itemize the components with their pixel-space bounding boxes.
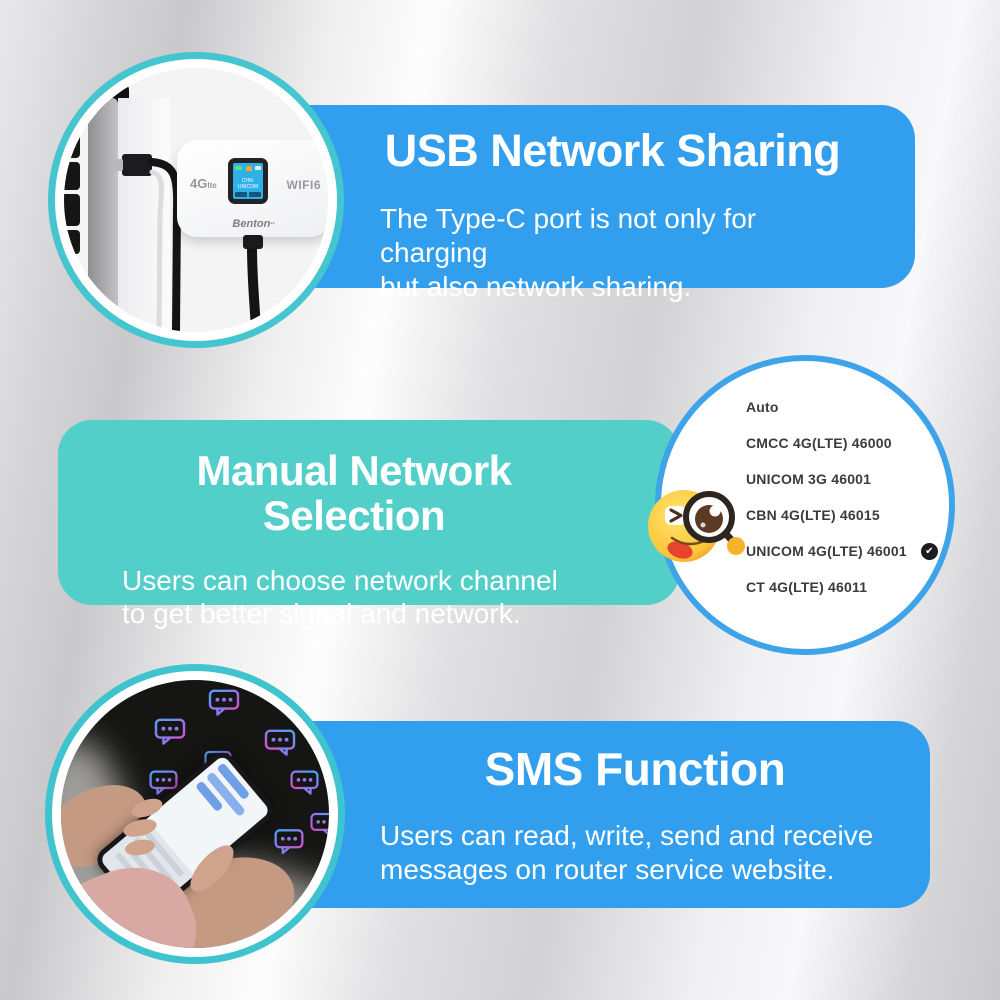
router-4g-label: 4Glte [190,176,217,191]
usb-section-title: USB Network Sharing [384,125,841,176]
router-brand-logo: Benton▪▪ [232,218,275,230]
type-c-connector [243,235,263,249]
manual-section-title: Manual Network Selection [196,447,512,540]
check-icon: ✔ [920,542,938,560]
message-bubble-icon [149,770,178,795]
usb-c-plug [113,154,152,176]
network-item-cbn: CBN 4G(LTE) 46015 [746,507,880,523]
network-item-unicom-4g-selected: UNICOM 4G(LTE) 46001 ✔ [746,533,938,569]
magnifier-search-emoji [648,490,745,562]
router-screen-network: CHN-UNICOM [237,178,259,190]
router-screen-stats [235,192,261,197]
network-item-ct: CT 4G(LTE) 46011 [746,579,868,595]
battery-icon [255,166,261,170]
signal-icon [235,166,242,170]
sms-section-banner: SMS Function Users can read, write, send… [230,721,930,908]
router-wifi6-label: WIFI6 [286,178,321,192]
message-bubble-icon [274,829,304,855]
usb-photo-circle: 4Glte CHN-UNICOM WIFI6 Benton▪▪ [48,52,344,348]
usb-section-description: The Type-C port is not only for charging… [380,202,757,302]
network-list: Auto CMCC 4G(LTE) 46000 UNICOM 3G 46001 … [746,389,938,605]
router-screen: CHN-UNICOM [228,158,268,204]
usb-photo: 4Glte CHN-UNICOM WIFI6 Benton▪▪ [64,68,328,332]
sms-photo-circle [45,664,345,964]
network-item-cmcc: CMCC 4G(LTE) 46000 [746,435,892,451]
manual-section-description: Users can choose network channel to get … [122,564,558,629]
network-item-auto: Auto [746,399,779,415]
message-bubble-icon [154,718,186,745]
wifi-icon [245,165,252,171]
network-list-circle: Auto CMCC 4G(LTE) 46000 UNICOM 3G 46001 … [655,355,955,655]
network-item-unicom-3g: UNICOM 3G 46001 [746,471,872,487]
message-bubble-icon [264,729,296,756]
router-device: 4Glte CHN-UNICOM WIFI6 Benton▪▪ [177,140,328,237]
laptop-keyboard-keys [64,128,80,258]
message-bubble-icon [208,689,240,716]
message-bubble-icon [290,770,319,795]
laptop-side [88,98,118,332]
message-bubble-icon [310,812,329,837]
manual-section-banner: Manual Network Selection Users can choos… [58,420,680,629]
sms-photo [61,680,329,948]
sms-section-description: Users can read, write, send and receive … [380,819,874,885]
sms-section-title: SMS Function [484,743,786,795]
